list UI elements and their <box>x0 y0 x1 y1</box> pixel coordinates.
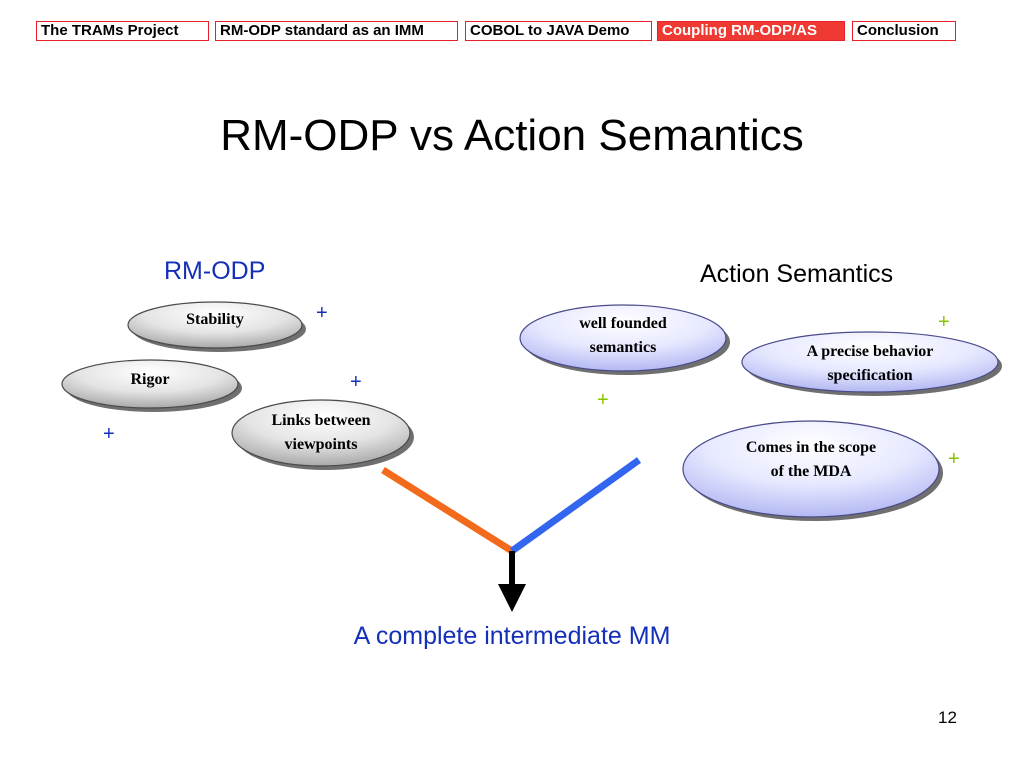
stability-label: Stability <box>186 311 244 328</box>
result-text: A complete intermediate MM <box>353 622 671 650</box>
links-between-viewpoints-node: Links between viewpoints <box>231 399 414 470</box>
precise-behavior-label-line1: A precise behavior <box>807 343 934 360</box>
action-semantics-heading: Action Semantics <box>700 260 894 288</box>
scope-of-mda-node: Comes in the scope of the MDA <box>682 420 943 521</box>
tab-rmodp-standard[interactable]: RM-ODP standard as an IMM <box>215 21 458 41</box>
rmodp-plus-3: + <box>103 423 115 445</box>
as-plus-3: + <box>948 448 960 470</box>
stability-node: Stability <box>127 301 306 352</box>
rigor-node: Rigor <box>61 359 242 412</box>
page-number: 12 <box>938 708 957 727</box>
well-founded-semantics-label-line1: well founded <box>579 315 667 332</box>
as-connector-line <box>509 457 642 554</box>
as-plus-2: + <box>597 389 609 411</box>
tab-trams-project[interactable]: The TRAMs Project <box>36 21 209 41</box>
rmodp-heading: RM-ODP <box>164 257 266 285</box>
rmodp-plus-2: + <box>350 371 362 393</box>
well-founded-semantics-label-line2: semantics <box>590 339 657 356</box>
well-founded-semantics-node: well founded semantics <box>519 304 730 375</box>
rmodp-plus-1: + <box>316 302 328 324</box>
tab-conclusion[interactable]: Conclusion <box>852 21 956 41</box>
as-plus-1: + <box>938 311 950 333</box>
links-between-viewpoints-label-line2: viewpoints <box>285 436 358 453</box>
links-between-viewpoints-label-line1: Links between <box>271 412 370 429</box>
result-arrow-head <box>498 584 526 612</box>
scope-of-mda-label-line2: of the MDA <box>771 463 852 480</box>
rigor-label: Rigor <box>130 371 169 388</box>
precise-behavior-node: A precise behavior specification <box>741 331 1002 396</box>
precise-behavior-label-line2: specification <box>827 367 912 384</box>
tab-coupling-rmodp-as[interactable]: Coupling RM-ODP/AS <box>657 21 845 41</box>
scope-of-mda-label-line1: Comes in the scope <box>746 439 876 456</box>
slide-title: RM-ODP vs Action Semantics <box>220 111 804 160</box>
rmodp-connector-line <box>381 467 514 554</box>
tab-cobol-java-demo[interactable]: COBOL to JAVA Demo <box>465 21 652 41</box>
